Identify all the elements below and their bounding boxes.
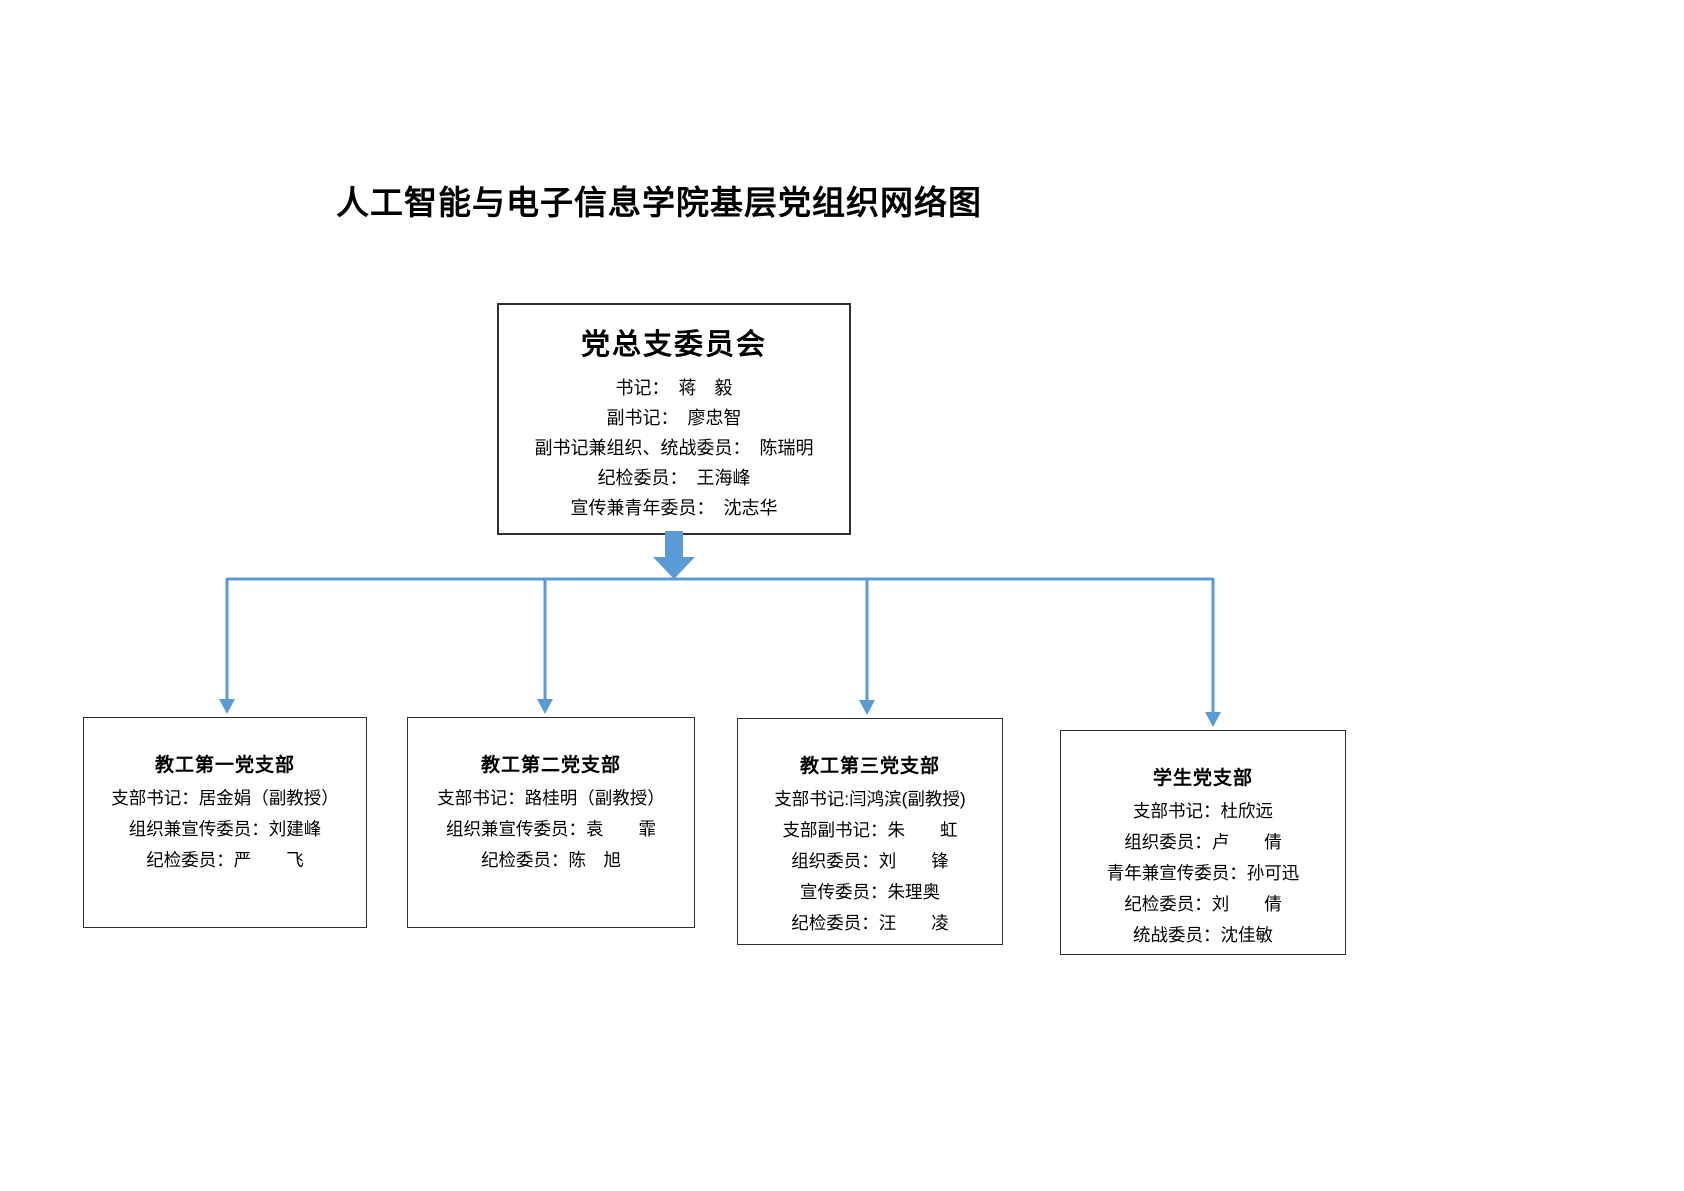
branch-member-line: 组织委员：卢 倩 [1124, 832, 1282, 852]
branch-member-list: 支部书记：杜欣远 组织委员：卢 倩 青年兼宣传委员：孙可迅 纪检委员：刘 倩 统… [1061, 796, 1345, 951]
branch-title: 教工第二党支部 [480, 755, 621, 776]
branch-member-list: 支部书记：居金娟（副教授） 组织兼宣传委员：刘建峰 纪检委员：严 飞 [84, 783, 366, 876]
branch-member-line: 支部书记:闫鸿滨(副教授) [774, 789, 966, 809]
branch-member-line: 统战委员：沈佳敏 [1133, 925, 1273, 945]
branch-member-line: 纪检委员：陈 旭 [481, 850, 621, 870]
committee-member-list: 书记： 蒋 毅 副书记： 廖忠智 副书记兼组织、统战委员： 陈瑞明 纪检委员： … [499, 373, 849, 523]
branch-title: 学生党支部 [1152, 768, 1253, 789]
branch-member-line: 青年兼宣传委员：孙可迅 [1106, 863, 1300, 883]
connector-arrow-branch-1 [219, 578, 235, 714]
branch-member-line: 支部书记：居金娟（副教授） [111, 788, 339, 808]
connector-arrow-branch-3 [859, 578, 875, 715]
committee-member-line: 书记： 蒋 毅 [615, 378, 733, 398]
committee-member-line: 纪检委员： 王海峰 [597, 468, 751, 488]
committee-member-line: 宣传兼青年委员： 沈志华 [570, 498, 778, 518]
branch-title: 教工第三党支部 [799, 756, 940, 777]
branch-member-line: 组织兼宣传委员：刘建峰 [128, 819, 322, 839]
branch-member-line: 组织委员：刘 锋 [791, 851, 949, 871]
branch-box-faculty-3: 教工第三党支部 支部书记:闫鸿滨(副教授) 支部副书记：朱 虹 组织委员：刘 锋… [737, 718, 1003, 945]
branch-title: 教工第一党支部 [154, 755, 295, 776]
committee-member-line: 副书记： 廖忠智 [606, 408, 742, 428]
connector-arrow-branch-4 [1205, 578, 1221, 727]
branch-member-line: 纪检委员：汪 凌 [791, 913, 949, 933]
branch-member-line: 支部书记：杜欣远 [1133, 801, 1273, 821]
committee-member-line: 副书记兼组织、统战委员： 陈瑞明 [534, 438, 814, 458]
flow-block-arrow-icon [653, 531, 695, 579]
committee-box: 党总支委员会 书记： 蒋 毅 副书记： 廖忠智 副书记兼组织、统战委员： 陈瑞明… [497, 303, 851, 535]
branch-member-line: 组织兼宣传委员：袁 霏 [446, 819, 656, 839]
page-title: 人工智能与电子信息学院基层党组织网络图 [336, 184, 982, 221]
branch-member-line: 支部书记：路桂明（副教授） [437, 788, 665, 808]
branch-box-faculty-2: 教工第二党支部 支部书记：路桂明（副教授） 组织兼宣传委员：袁 霏 纪检委员：陈… [407, 717, 695, 928]
branch-box-faculty-1: 教工第一党支部 支部书记：居金娟（副教授） 组织兼宣传委员：刘建峰 纪检委员：严… [83, 717, 367, 928]
branch-box-students: 学生党支部 支部书记：杜欣远 组织委员：卢 倩 青年兼宣传委员：孙可迅 纪检委员… [1060, 730, 1346, 955]
connector-arrow-branch-2 [537, 578, 553, 714]
branch-member-list: 支部书记：路桂明（副教授） 组织兼宣传委员：袁 霏 纪检委员：陈 旭 [408, 783, 694, 876]
committee-title: 党总支委员会 [580, 329, 767, 361]
branch-member-line: 纪检委员：严 飞 [146, 850, 304, 870]
branch-member-line: 宣传委员：朱理奥 [800, 882, 940, 902]
branch-member-line: 纪检委员：刘 倩 [1124, 894, 1282, 914]
branch-member-line: 支部副书记：朱 虹 [782, 820, 958, 840]
branch-member-list: 支部书记:闫鸿滨(副教授) 支部副书记：朱 虹 组织委员：刘 锋 宣传委员：朱理… [738, 784, 1002, 939]
